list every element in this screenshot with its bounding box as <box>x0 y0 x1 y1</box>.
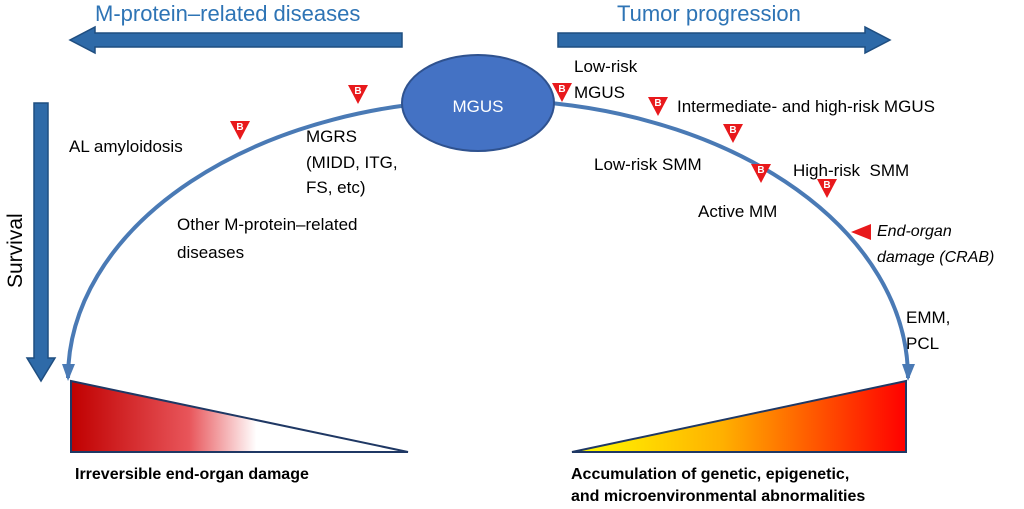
al-amyloidosis-label: AL amyloidosis <box>69 137 183 156</box>
badge-letter: B <box>654 98 661 109</box>
abnormalities-caption-2: and microenvironmental abnormalities <box>571 488 865 505</box>
left-header-arrow <box>68 25 403 55</box>
badge-letter: B <box>823 180 830 191</box>
badge-intermediate-mgus: B <box>648 97 668 116</box>
survival-arrow <box>25 102 57 383</box>
abnormality-accumulation-wedge <box>571 379 907 453</box>
other-diseases-label-1: Other M-protein–related <box>177 215 357 234</box>
mgrs-label-2: (MIDD, ITG, <box>306 153 398 172</box>
active-mm-label: Active MM <box>698 202 777 221</box>
badge-active-mm: B <box>751 164 771 183</box>
other-diseases-label-2: diseases <box>177 243 244 262</box>
badge-high-risk-smm: B <box>817 179 837 198</box>
badge-letter: B <box>236 122 243 133</box>
badge-letter: B <box>729 125 736 136</box>
mgrs-label-3: FS, etc) <box>306 178 366 197</box>
abnormalities-caption-1: Accumulation of genetic, epigenetic, <box>571 466 849 483</box>
right-header-title: Tumor progression <box>617 1 801 26</box>
end-organ-marker <box>851 224 871 240</box>
high-risk-smm-label: High-risk SMM <box>793 161 909 180</box>
badge-mgrs: B <box>348 85 368 104</box>
end-organ-damage-caption: Irreversible end-organ damage <box>75 466 309 483</box>
badge-low-risk-mgus: B <box>552 83 572 102</box>
badge-al-amyloidosis: B <box>230 121 250 140</box>
low-risk-mgus-label-1: Low-risk <box>574 57 638 76</box>
badge-letter: B <box>558 84 565 95</box>
emm-label: EMM, <box>906 308 950 327</box>
low-risk-mgus-label-2: MGUS <box>574 83 625 102</box>
pcl-label: PCL <box>906 334 939 353</box>
left-header-title: M-protein–related diseases <box>95 1 360 26</box>
survival-label: Survival <box>4 213 27 288</box>
intermediate-high-mgus-label: Intermediate- and high-risk MGUS <box>677 97 935 116</box>
badge-letter: B <box>354 86 361 97</box>
badge-low-risk-smm: B <box>723 124 743 143</box>
mgus-node <box>401 54 555 152</box>
end-organ-damage-wedge <box>70 379 409 453</box>
end-organ-label-2: damage (CRAB) <box>877 249 994 266</box>
badge-letter: B <box>757 165 764 176</box>
low-risk-smm-label: Low-risk SMM <box>594 155 702 174</box>
mgrs-label-1: MGRS <box>306 127 357 146</box>
end-organ-label-1: End-organ <box>877 223 952 240</box>
right-header-arrow <box>557 25 892 55</box>
mgus-label: MGUS <box>453 97 504 116</box>
